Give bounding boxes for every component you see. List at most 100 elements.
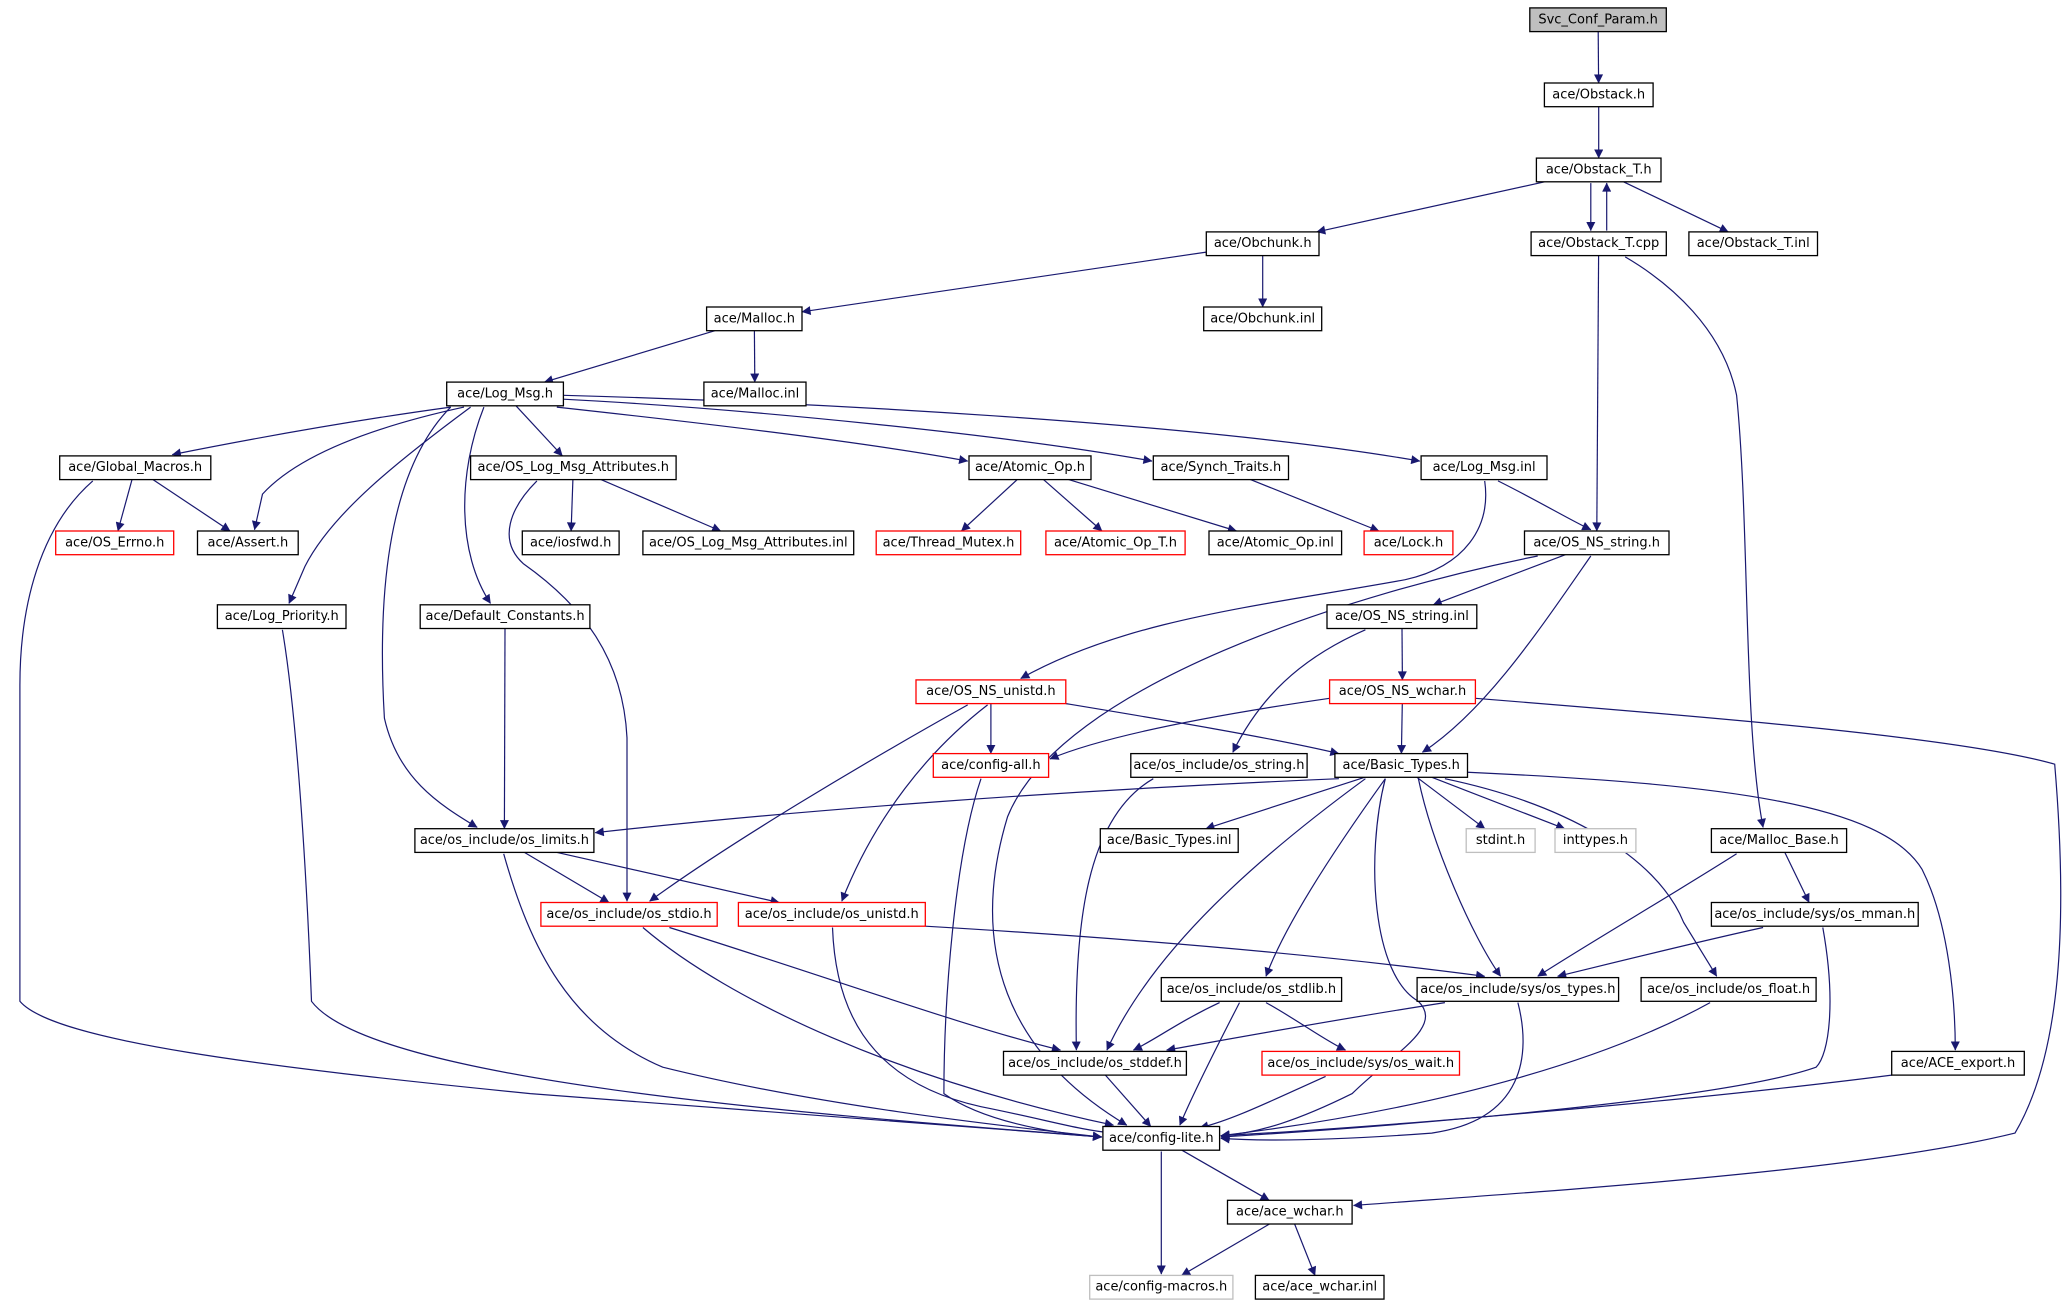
edge-os_limits-to-os_unistd — [556, 851, 780, 906]
node-label: ace/Basic_Types.h — [1342, 758, 1459, 773]
node-malloc_base[interactable]: ace/Malloc_Base.h — [1710, 828, 1848, 854]
edge-global_macros-to-os_errno — [115, 479, 133, 532]
node-os_log_msg_attr_inl[interactable]: ace/OS_Log_Msg_Attributes.inl — [642, 530, 855, 556]
node-config_macros[interactable]: ace/config-macros.h — [1089, 1274, 1234, 1300]
node-label: ace/os_include/os_unistd.h — [745, 907, 919, 922]
node-ace_wchar_inl[interactable]: ace/ace_wchar.inl — [1254, 1274, 1385, 1300]
node-log_priority[interactable]: ace/Log_Priority.h — [216, 604, 347, 630]
node-os_stdlib[interactable]: ace/os_include/os_stdlib.h — [1160, 976, 1343, 1002]
node-thread_mutex[interactable]: ace/Thread_Mutex.h — [875, 530, 1022, 556]
node-box — [737, 901, 926, 927]
node-obchunk_inl[interactable]: ace/Obchunk.inl — [1203, 306, 1323, 332]
edge-global_macros-to-assert_h — [152, 479, 231, 532]
node-default_constants[interactable]: ace/Default_Constants.h — [419, 604, 591, 630]
node-stdint[interactable]: stdint.h — [1465, 828, 1536, 854]
node-label: ace/Obstack_T.inl — [1697, 236, 1810, 251]
node-label: ace/Basic_Types.inl — [1107, 833, 1232, 848]
edge-config_all-to-config_lite — [943, 778, 1103, 1141]
edge-os_mman-to-config_lite — [1220, 927, 1831, 1141]
node-label: ace/OS_Log_Msg_Attributes.h — [478, 460, 669, 475]
edge-os_ns_wchar-to-basic_types_h — [1397, 703, 1407, 755]
node-label: ace/ace_wchar.h — [1236, 1205, 1344, 1220]
node-obstack_t_h[interactable]: ace/Obstack_T.h — [1535, 157, 1662, 183]
node-os_ns_wchar[interactable]: ace/OS_NS_wchar.h — [1328, 679, 1477, 705]
node-obstack_t_cpp[interactable]: ace/Obstack_T.cpp — [1530, 231, 1667, 257]
edge-obstack_t_cpp-to-os_ns_string_h — [1592, 255, 1602, 532]
node-os_ns_unistd[interactable]: ace/OS_NS_unistd.h — [915, 679, 1067, 705]
node-box — [1226, 1199, 1353, 1225]
edge-basic_types_h-to-os_float — [1444, 778, 1718, 977]
node-os_ns_string_inl[interactable]: ace/OS_NS_string.inl — [1326, 604, 1478, 630]
node-ace_export[interactable]: ace/ACE_export.h — [1891, 1050, 2025, 1076]
node-os_wait[interactable]: ace/os_include/sys/os_wait.h — [1261, 1050, 1461, 1076]
node-label: Svc_Conf_Param.h — [1538, 12, 1658, 27]
node-os_unistd[interactable]: ace/os_include/os_unistd.h — [737, 901, 926, 927]
edge-basic_types_h-to-os_stddef — [1106, 778, 1366, 1051]
node-label: ace/Log_Priority.h — [225, 609, 339, 624]
node-label: ace/Malloc.h — [714, 311, 795, 326]
node-config_lite[interactable]: ace/config-lite.h — [1102, 1125, 1221, 1151]
edge-malloc_base-to-os_mman — [1784, 852, 1810, 903]
edge-atomic_op_h-to-atomic_op_t — [1043, 479, 1103, 532]
edge-os_unistd-to-config_lite — [831, 927, 1114, 1137]
edge-os_ns_unistd-to-basic_types_h — [1065, 703, 1340, 756]
node-assert_h[interactable]: ace/Assert.h — [196, 530, 299, 556]
edge-malloc_h-to-log_msg_h — [543, 330, 716, 384]
node-os_types[interactable]: ace/os_include/sys/os_types.h — [1416, 976, 1620, 1002]
node-malloc_inl[interactable]: ace/Malloc.inl — [703, 381, 807, 407]
node-log_msg_h[interactable]: ace/Log_Msg.h — [446, 381, 565, 407]
edge-basic_types_h-to-os_stdlib — [1264, 778, 1386, 977]
node-label: ace/OS_NS_unistd.h — [926, 684, 1056, 699]
edge-log_msg_h-to-assert_h — [251, 406, 465, 531]
node-box — [1045, 530, 1186, 556]
node-svc_conf_param[interactable]: Svc_Conf_Param.h — [1529, 7, 1667, 33]
node-box — [59, 455, 212, 481]
node-inttypes[interactable]: inttypes.h — [1554, 828, 1637, 854]
edge-atomic_op_h-to-thread_mutex — [960, 479, 1018, 532]
edge-log_msg_inl-to-os_ns_string_h — [1497, 480, 1592, 531]
node-synch_traits[interactable]: ace/Synch_Traits.h — [1152, 455, 1290, 481]
node-os_string[interactable]: ace/os_include/os_string.h — [1130, 752, 1308, 778]
node-box — [642, 530, 855, 556]
node-config_all[interactable]: ace/config-all.h — [932, 752, 1050, 778]
node-lock_h[interactable]: ace/Lock.h — [1363, 530, 1454, 556]
node-box — [1554, 828, 1637, 854]
node-global_macros[interactable]: ace/Global_Macros.h — [59, 455, 212, 481]
node-os_ns_string_h[interactable]: ace/OS_NS_string.h — [1523, 530, 1670, 556]
edge-os_stdlib-to-config_lite — [1178, 1002, 1241, 1126]
node-obchunk_h[interactable]: ace/Obchunk.h — [1205, 231, 1320, 257]
edge-os_stdio-to-config_lite — [642, 927, 1114, 1128]
node-malloc_h[interactable]: ace/Malloc.h — [705, 306, 803, 332]
node-box — [540, 901, 718, 927]
node-iosfwd[interactable]: ace/iosfwd.h — [521, 530, 620, 556]
node-obstack_t_inl[interactable]: ace/Obstack_T.inl — [1688, 231, 1819, 257]
node-atomic_op_h[interactable]: ace/Atomic_Op.h — [968, 455, 1092, 481]
node-ace_wchar_h[interactable]: ace/ace_wchar.h — [1226, 1199, 1353, 1225]
node-label: ace/os_include/os_stdlib.h — [1167, 982, 1336, 997]
node-os_errno[interactable]: ace/OS_Errno.h — [55, 530, 175, 556]
node-basic_types_h[interactable]: ace/Basic_Types.h — [1334, 752, 1469, 778]
node-os_stddef[interactable]: ace/os_include/os_stddef.h — [1002, 1050, 1188, 1076]
node-box — [1416, 976, 1620, 1002]
node-box — [1089, 1274, 1234, 1300]
node-os_mman[interactable]: ace/os_include/sys/os_mman.h — [1710, 901, 1919, 927]
node-box — [968, 455, 1092, 481]
node-obstack_h[interactable]: ace/Obstack.h — [1543, 82, 1654, 108]
node-os_stdio[interactable]: ace/os_include/os_stdio.h — [540, 901, 718, 927]
node-os_limits[interactable]: ace/os_include/os_limits.h — [414, 828, 595, 854]
edge-os_stddef-to-config_lite — [1104, 1074, 1152, 1127]
node-label: ace/os_include/os_stddef.h — [1008, 1056, 1182, 1071]
node-label: ace/os_include/sys/os_types.h — [1420, 982, 1615, 997]
node-os_float[interactable]: ace/os_include/os_float.h — [1640, 976, 1817, 1002]
node-label: ace/Atomic_Op_T.h — [1054, 535, 1177, 550]
node-basic_types_inl[interactable]: ace/Basic_Types.inl — [1099, 828, 1239, 854]
edge-basic_types_h-to-os_limits — [594, 778, 1339, 837]
node-log_msg_inl[interactable]: ace/Log_Msg.inl — [1420, 455, 1548, 481]
edge-os_float-to-config_lite — [1220, 1002, 1711, 1140]
node-label: ace/os_include/sys/os_wait.h — [1267, 1056, 1454, 1071]
node-os_log_msg_attr[interactable]: ace/OS_Log_Msg_Attributes.h — [469, 455, 677, 481]
edge-basic_types_h-to-stdint — [1416, 776, 1486, 830]
node-atomic_op_t[interactable]: ace/Atomic_Op_T.h — [1045, 530, 1186, 556]
node-atomic_op_inl[interactable]: ace/Atomic_Op.inl — [1208, 530, 1343, 556]
